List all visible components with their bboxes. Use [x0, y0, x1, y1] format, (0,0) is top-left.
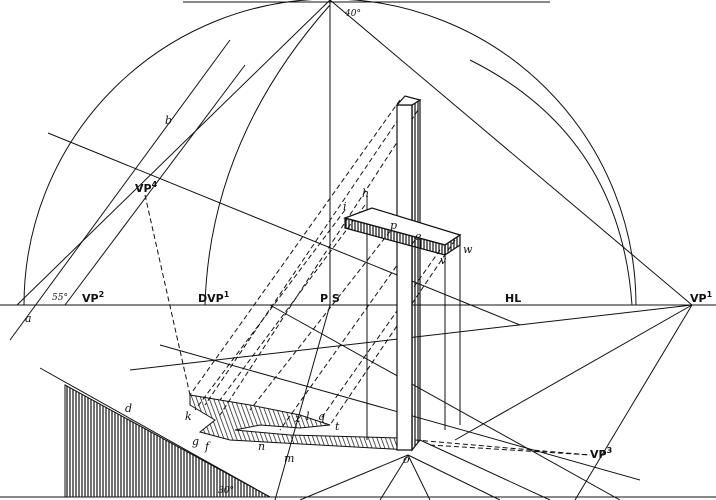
- cross-shadow: [189, 394, 412, 451]
- cross-arm-end: [444, 233, 461, 257]
- point-o: o: [403, 453, 410, 466]
- dash-8: [319, 249, 441, 421]
- angle-left: 55°: [52, 293, 68, 303]
- point-f: f: [204, 440, 211, 453]
- dvp1-label: DVP1: [198, 290, 230, 305]
- apex-line-right: [329, 0, 693, 306]
- point-d: d: [125, 402, 132, 415]
- angle-top: 40°: [344, 9, 361, 19]
- point-k: k: [185, 410, 192, 423]
- vp4-label: VP4: [135, 180, 158, 195]
- vp2-label: VP2: [82, 290, 104, 305]
- cross-upright-face: [396, 104, 413, 451]
- point-q: q: [318, 410, 325, 423]
- cross-upright-side: [411, 98, 421, 452]
- vp1-ray-2: [574, 304, 693, 500]
- point-v: v: [440, 254, 447, 267]
- point-n: n: [258, 440, 265, 453]
- dash-5: [219, 204, 366, 401]
- fan-2: [407, 454, 431, 500]
- dash-vp3: [414, 439, 591, 456]
- dash-vp4: [144, 194, 191, 396]
- point-i: i: [343, 200, 347, 213]
- point-l: l: [306, 410, 310, 423]
- dash-4: [194, 209, 346, 411]
- fan-5: [419, 439, 551, 500]
- vp3-label: VP3: [590, 446, 612, 461]
- ground-wedge: [64, 384, 271, 498]
- fan-1: [379, 454, 409, 500]
- point-w: w: [463, 243, 473, 256]
- dash-1: [189, 99, 401, 396]
- point-z: z: [294, 412, 301, 425]
- line-m: [274, 304, 331, 500]
- fan-3: [407, 454, 501, 500]
- inner-arc-right: [469, 59, 633, 306]
- angle-bottom: 30°: [218, 486, 234, 496]
- fan-4: [299, 454, 409, 500]
- inner-arc-left: [204, 4, 331, 306]
- dash-3: [219, 109, 419, 416]
- point-b: b: [165, 114, 172, 127]
- horizon-label: HL: [505, 292, 521, 305]
- station-point-label: P S: [320, 292, 340, 305]
- vp4-line: [47, 132, 521, 326]
- line-a: [9, 39, 231, 341]
- dash-6: [249, 224, 396, 411]
- point-a: a: [25, 312, 32, 325]
- point-h: h: [362, 187, 369, 200]
- line-b: [64, 64, 246, 306]
- dash-7: [279, 239, 416, 431]
- dash-2: [204, 104, 409, 406]
- point-m: m: [284, 452, 294, 465]
- vp1-label: VP1: [690, 290, 713, 305]
- apex-line-left: [16, 0, 331, 306]
- dash-vp3b: [429, 444, 591, 456]
- dash-9: [329, 239, 456, 426]
- point-g: g: [192, 435, 199, 448]
- point-p: p: [390, 219, 397, 232]
- point-e: e: [415, 230, 422, 243]
- point-t: t: [335, 420, 340, 433]
- wedge-edge: [39, 367, 271, 498]
- cross-upright-top: [395, 95, 422, 106]
- vp1-ray-3: [454, 304, 693, 441]
- measuring-arc: [23, 0, 637, 306]
